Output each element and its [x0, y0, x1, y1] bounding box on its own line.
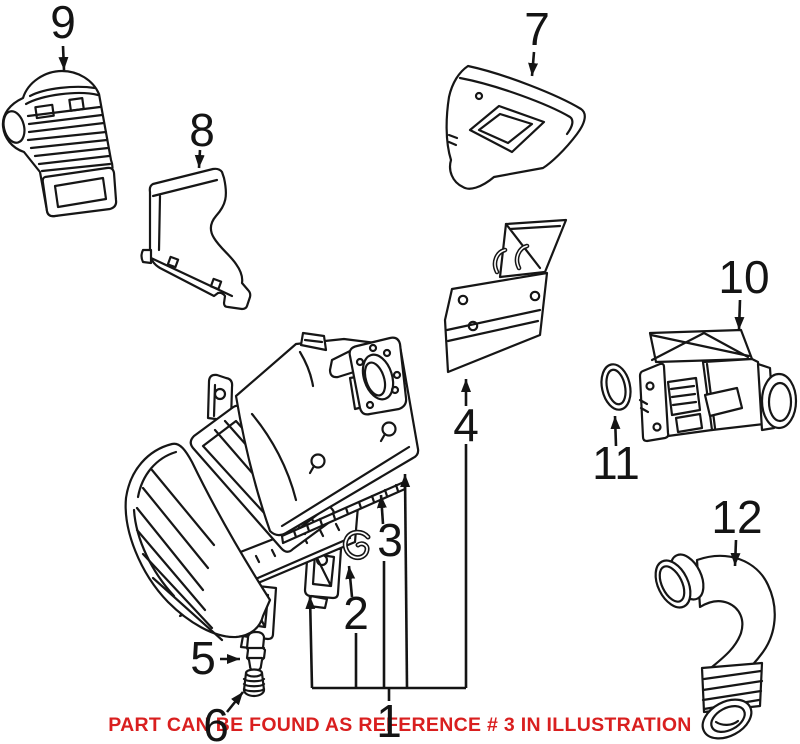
callout-8: 8	[189, 104, 215, 169]
callouts: 9 8 7 4 10 11 12 5	[50, 0, 769, 744]
callout-1-label: 1	[376, 695, 402, 744]
part-1-air-cleaner-assembly	[124, 331, 420, 651]
callout-10: 10	[718, 251, 770, 331]
callout-3: 3	[376, 494, 403, 688]
callout-11: 11	[592, 415, 640, 489]
part-9-intake-duct	[1, 69, 118, 218]
callout-5-label: 5	[190, 632, 216, 684]
part-6-grommet	[242, 668, 266, 698]
callout-8-label: 8	[189, 104, 215, 156]
part-4-heat-shield	[443, 218, 568, 374]
callout-7-label: 7	[524, 3, 550, 55]
callout-4: 4	[453, 379, 479, 688]
callout-1: 1	[305, 473, 466, 744]
part-11-seal-ring	[600, 363, 632, 411]
assembly-hold-down-clip-part-2	[342, 529, 371, 561]
callout-11-label: 11	[592, 437, 640, 489]
callout-2: 2	[343, 565, 369, 688]
callout-6-label: 6	[203, 699, 229, 744]
part-8-air-duct	[140, 167, 252, 311]
callout-9-label: 9	[50, 0, 76, 48]
part-12-air-hose	[654, 553, 776, 740]
part-5-mounting-stud	[245, 630, 267, 673]
callout-4-label: 4	[453, 399, 479, 451]
callout-12: 12	[711, 491, 763, 567]
line-art	[1, 64, 798, 740]
callout-6: 6	[203, 691, 245, 744]
callout-5: 5	[190, 632, 240, 684]
callout-7: 7	[524, 3, 550, 77]
callout-9: 9	[50, 0, 76, 71]
callout-2-label: 2	[343, 587, 369, 639]
assembly-lower-housing	[124, 442, 272, 642]
callout-3-label: 3	[377, 514, 403, 566]
callout-12-label: 12	[711, 491, 762, 543]
assembly-intake-flange	[348, 336, 408, 416]
part-10-mass-air-flow-sensor	[638, 328, 798, 443]
assembly-lid-tab	[299, 331, 328, 352]
assembly-mounting-ear	[206, 373, 234, 423]
callout-10-label: 10	[718, 251, 769, 303]
part-7-air-cleaner-cover	[445, 64, 586, 190]
assembly-cover-screws	[308, 421, 397, 475]
reference-note: PART CAN BE FOUND AS REFERENCE # 3 IN IL…	[108, 714, 691, 736]
